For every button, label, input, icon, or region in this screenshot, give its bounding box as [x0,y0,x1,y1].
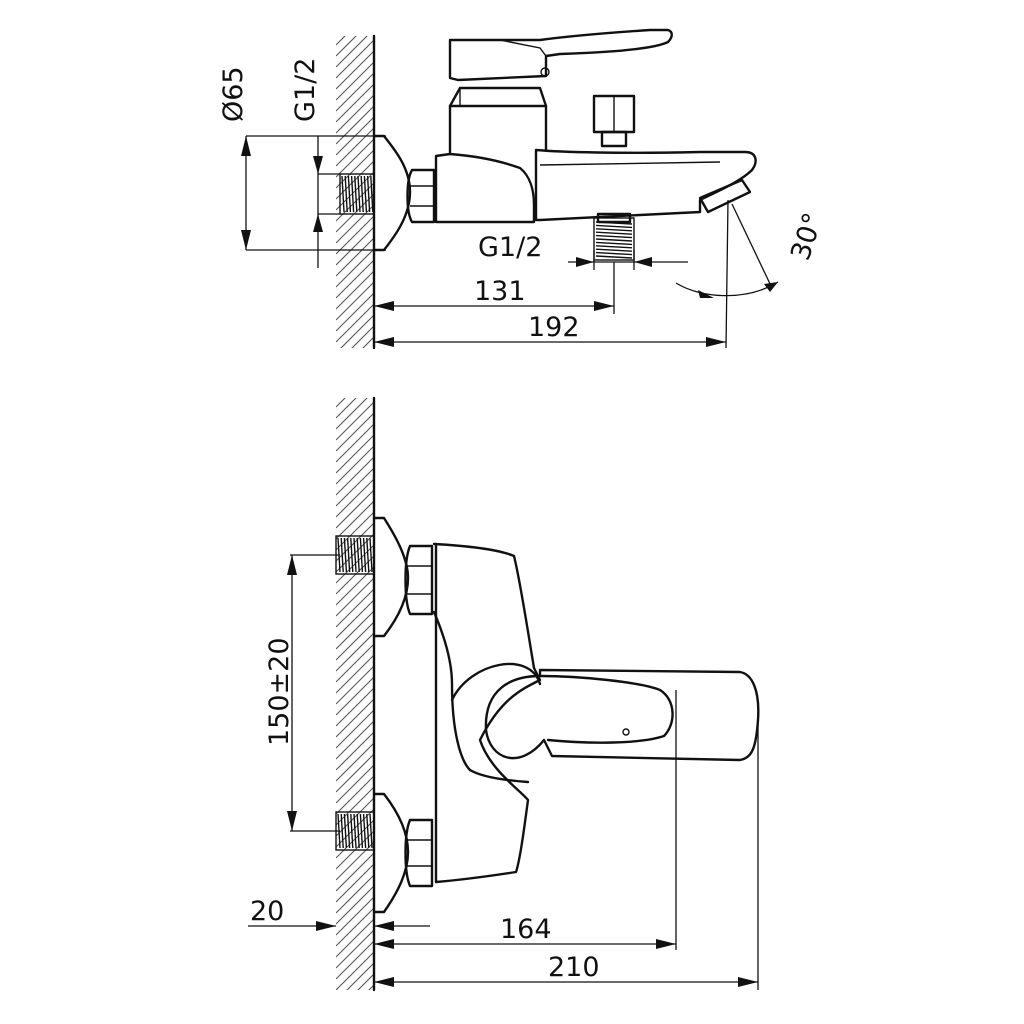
spout-top [534,148,757,222]
diameter-dimension: Ø65 [218,66,386,251]
dimension-wall-label: 20 [250,896,284,927]
diameter-label: Ø65 [218,66,249,122]
diverter-knob-top [592,94,636,148]
lever-handle-front [484,668,760,762]
dimension-192: 192 [374,312,726,347]
mixer-body-front [432,542,542,884]
dimension-centers-label: 150±20 [264,637,295,746]
mixer-body-top [434,152,536,224]
wall-hatch-front [336,398,374,990]
dimension-wall: 20 [248,896,430,931]
dimension-164: 164 [374,690,677,950]
dimension-210: 210 [374,720,759,990]
outlet-thread-label: G1/2 [478,232,542,263]
angle-label: 30° [785,209,829,264]
wall-thread-label: G1/2 [290,58,321,122]
dimension-192-label: 192 [528,312,580,343]
wall-hatch-top [336,36,374,348]
outlet-connector-thread-top [593,217,635,261]
angle-indicator: 30° [675,199,829,349]
dimension-164-label: 164 [500,914,552,945]
dimension-210-label: 210 [548,952,600,983]
wall-connector-thread-top [339,173,375,215]
front-view: 150±20 20 164 210 [248,396,760,992]
upper-connector-front [335,516,434,638]
top-view: 30° Ø65 G1/2 G1/2 [218,28,829,350]
outlet-thread-dimension: G1/2 [478,232,688,270]
wall-thread-dimension: G1/2 [290,58,340,268]
lower-connector-front [335,792,434,914]
dimension-centers: 150±20 [264,554,340,832]
hex-nut-top [406,168,436,224]
lever-handle-top [448,28,673,82]
dimension-131-label: 131 [474,276,526,307]
escutcheon-top [372,134,412,252]
dimension-131: 131 [374,262,615,314]
